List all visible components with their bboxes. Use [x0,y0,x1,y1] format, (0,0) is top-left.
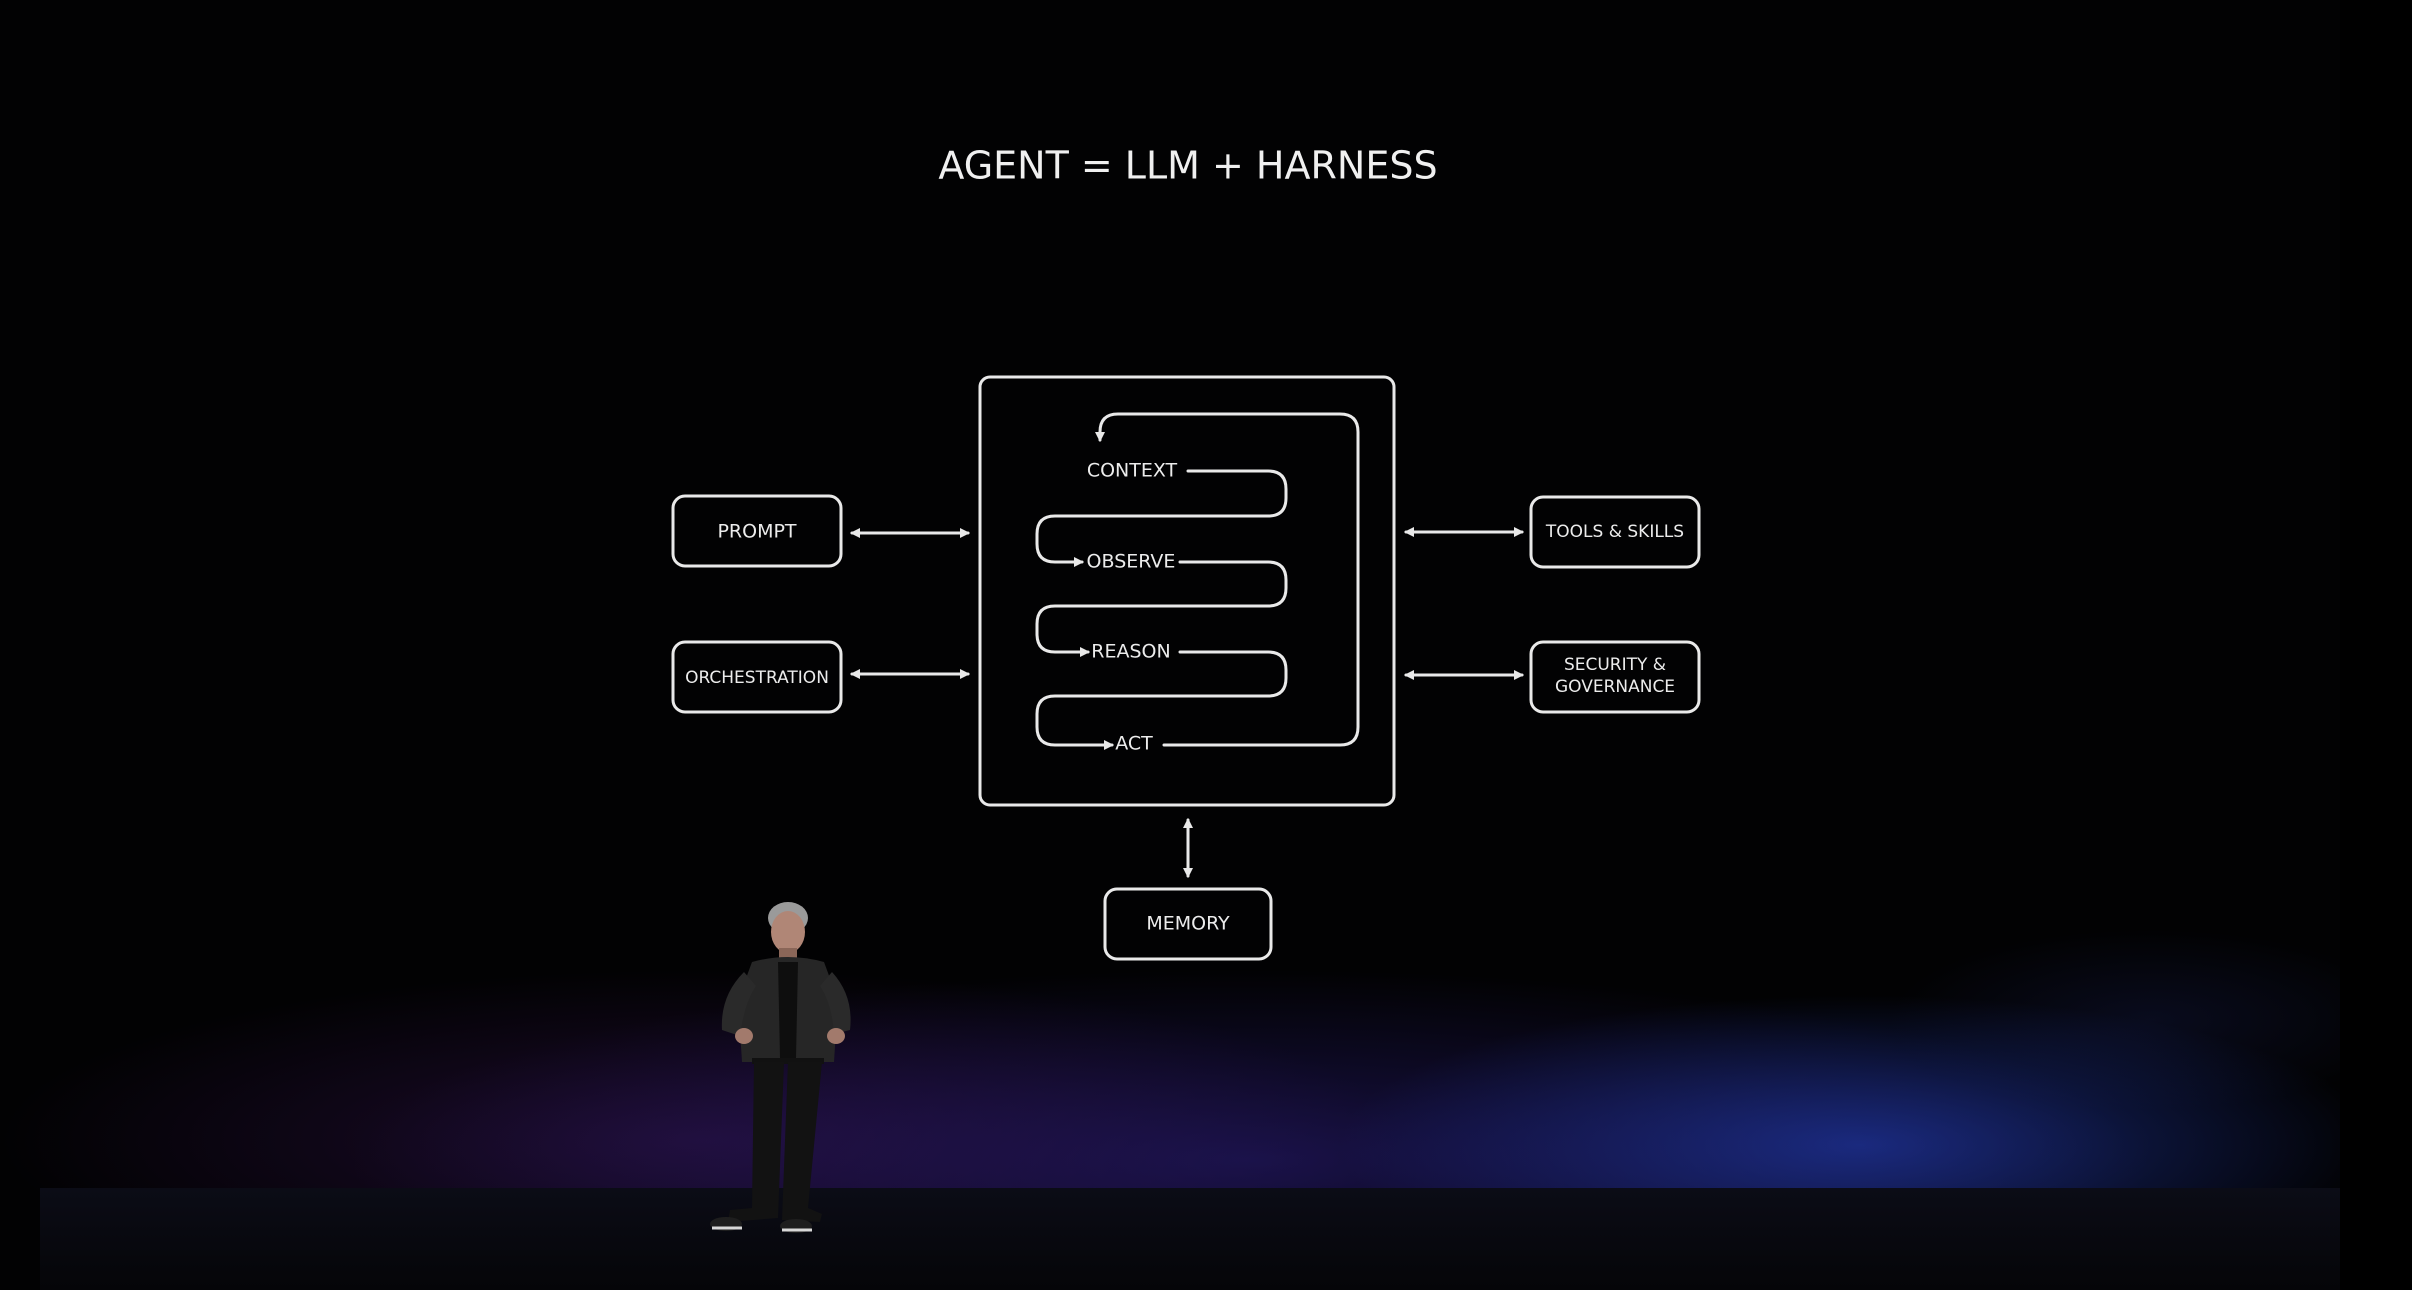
keynote-stage: AGENT = LLM + HARNESS CONTEXT OBSERVE RE… [0,0,2412,1290]
presenter-figure [0,0,2412,1290]
